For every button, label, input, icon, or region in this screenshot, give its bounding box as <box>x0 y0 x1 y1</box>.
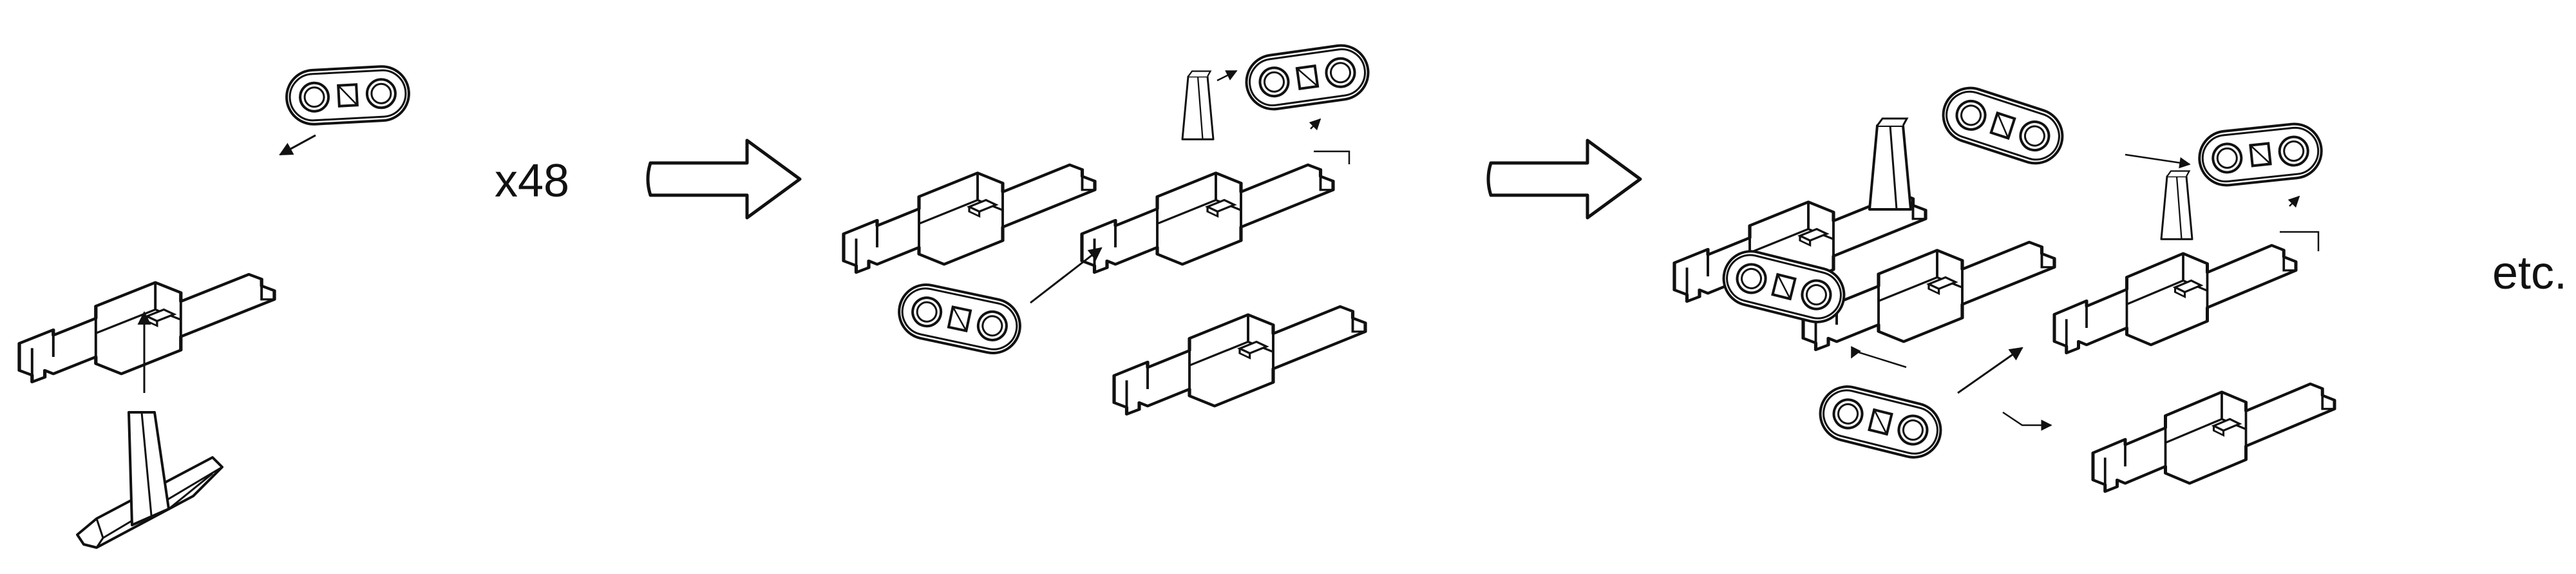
continuation-label: etc. <box>2492 247 2567 299</box>
step2-plate-middle <box>1082 165 1333 273</box>
step1-arrow-link <box>279 134 316 156</box>
step3-spike-right <box>2160 170 2193 240</box>
step2-link-bottom <box>893 278 1027 359</box>
step3-plate-right-bottom <box>2093 384 2334 492</box>
process-arrow-2 <box>1488 140 1640 218</box>
step1-plate <box>19 274 274 382</box>
process-arrow-1 <box>648 140 800 218</box>
step2-arrow-link <box>1030 247 1103 304</box>
step3-link-bottom <box>1813 379 1948 464</box>
step2-link-top <box>1242 41 1373 114</box>
multiplier-label: x48 <box>495 155 569 207</box>
step3-arrow-link <box>1957 347 2023 394</box>
step1-spike-base <box>76 411 223 549</box>
step3-spike <box>1868 117 1912 211</box>
step2-plate-bottom-right <box>1114 307 1365 414</box>
step2-spike <box>1181 70 1215 140</box>
step2-plate-top-left <box>844 165 1095 273</box>
step1-link <box>285 65 410 126</box>
step3-link-back <box>1935 79 2071 172</box>
step3-plate-right-top <box>2054 245 2296 353</box>
step3-link-right <box>2195 120 2325 189</box>
